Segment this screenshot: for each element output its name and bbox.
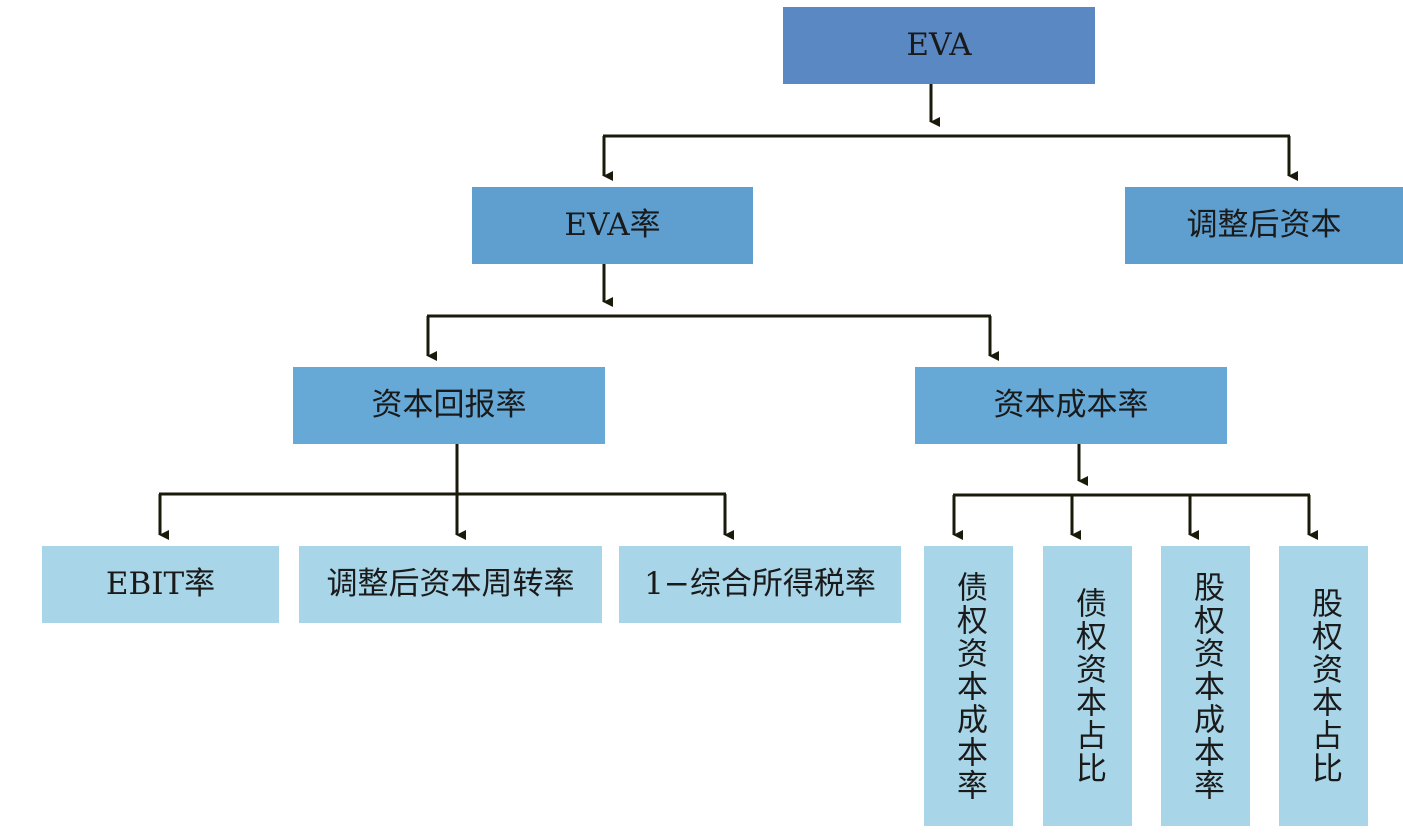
node-adjusted-capital: 调整后资本 xyxy=(1125,187,1403,264)
node-return-on-capital: 资本回报率 xyxy=(293,367,605,444)
node-adjusted-capital-turnover: 调整后资本周转率 xyxy=(299,546,602,623)
node-eva: EVA xyxy=(783,7,1095,84)
node-ebit-rate: EBIT率 xyxy=(42,546,279,623)
node-debt-capital-cost-rate: 债权资本成本率 xyxy=(924,546,1013,826)
node-equity-capital-share: 股权资本占比 xyxy=(1279,546,1368,826)
node-one-minus-tax-rate: 1−综合所得税率 xyxy=(619,546,901,623)
node-debt-capital-share: 债权资本占比 xyxy=(1043,546,1132,826)
node-cost-of-capital: 资本成本率 xyxy=(915,367,1227,444)
node-eva-rate: EVA率 xyxy=(472,187,753,264)
node-equity-capital-cost-rate: 股权资本成本率 xyxy=(1161,546,1250,826)
